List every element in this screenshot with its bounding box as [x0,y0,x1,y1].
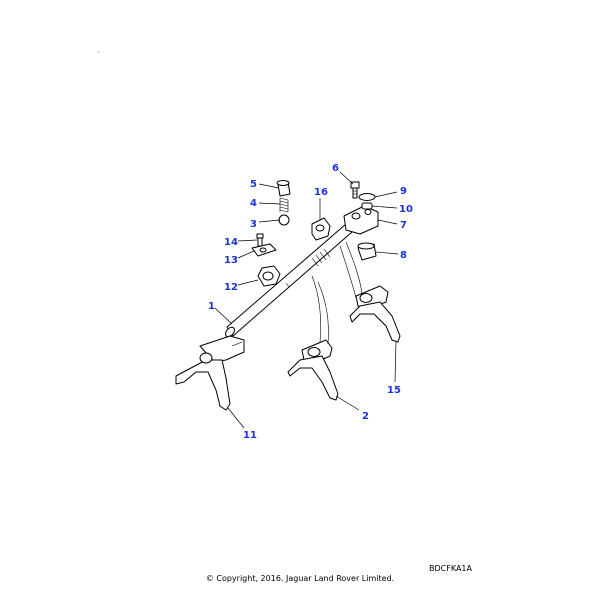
clamp-plate [251,243,277,257]
callout-15: 15 [387,385,401,396]
callout-10: 10 [399,204,413,215]
callout-8: 8 [400,250,407,261]
bolt [350,181,360,199]
copyright-notice: © Copyright, 2016. Jaguar Land Rover Lim… [205,574,395,583]
callout-7: 7 [400,220,407,231]
interlock-plate [311,217,331,241]
callout-4: 4 [250,198,257,209]
selector-collar [257,265,281,287]
callout-14: 14 [224,237,238,248]
callout-labels: 1 2 3 4 5 6 7 8 9 10 11 12 13 14 15 16 [208,163,413,441]
callout-2: 2 [362,411,369,422]
callout-13: 13 [224,255,238,266]
callout-16: 16 [314,187,328,198]
detent-ball [278,214,290,226]
o-ring [358,193,376,201]
screw [256,233,264,247]
selector-block [343,205,379,235]
callout-9: 9 [400,186,407,197]
selector-fork-right [339,241,401,343]
callout-5: 5 [250,179,257,190]
drawing-code: BDCFKA1A [429,564,472,573]
callout-11: 11 [243,430,257,441]
plug [361,202,373,210]
leader-lines [214,171,399,429]
callout-3: 3 [250,219,257,230]
callout-6: 6 [332,163,339,174]
selector-fork-left [175,335,245,411]
selector-fork-center [287,275,339,401]
detent-spring [279,197,289,213]
callout-1: 1 [208,301,215,312]
sleeve [357,242,377,261]
callout-12: 12 [224,282,238,293]
detent-plug [276,180,291,197]
stray-mark [98,51,99,52]
selector-shaft [225,223,353,338]
